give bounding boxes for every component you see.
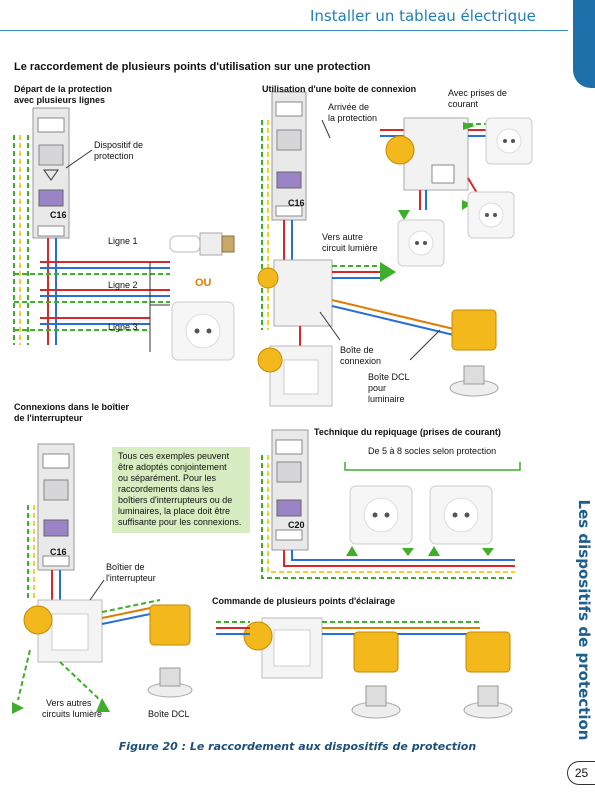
label-vers-autres-2: circuits lumière — [42, 709, 103, 719]
label-boite-connexion-2: connexion — [340, 356, 382, 366]
section-depart-title-2: avec plusieurs lignes — [14, 95, 106, 105]
label-arrivee-2: la protection — [328, 113, 378, 123]
label-socles: De 5 à 8 socles selon protection — [368, 446, 497, 456]
figure-main-title: Le raccordement de plusieurs points d'ut… — [14, 61, 371, 73]
label-prises-2: courant — [448, 99, 479, 109]
section-depart-title-1: Départ de la protection — [14, 84, 113, 94]
note-line: suffisante pour les connexions. — [118, 517, 242, 527]
section-connexions-title-1: Connexions dans le boîtier — [14, 402, 130, 412]
note-line: boîtiers d'interrupteurs ou de — [118, 495, 233, 505]
panel-repiquage — [261, 429, 521, 579]
label-dispositif-1: Dispositif de — [94, 140, 144, 150]
note-line: raccordements dans les — [118, 484, 214, 494]
page-number: 25 — [567, 761, 595, 785]
label-vers-autre-1: Vers autre — [322, 232, 364, 242]
note-line: Tous ces exemples peuvent — [118, 451, 230, 461]
label-ligne1: Ligne 1 — [108, 236, 138, 246]
panel-connexions-boitier — [12, 443, 193, 714]
label-vers-autre-2: circuit lumière — [322, 243, 378, 253]
power-socket-left — [171, 301, 235, 361]
label-c16-right: C16 — [288, 198, 305, 208]
section-boite-title: Utilisation d'une boîte de connexion — [262, 84, 417, 94]
label-vers-autres-1: Vers autres — [46, 698, 92, 708]
label-c16-top: C16 — [50, 210, 67, 220]
energy-saving-bulb — [169, 232, 235, 256]
running-header: Installer un tableau électrique — [310, 7, 536, 25]
label-boite-dcl-3: luminaire — [368, 394, 405, 404]
note-line: être adoptés conjointement — [118, 462, 227, 472]
breaker-c20 — [271, 429, 309, 551]
figure-caption: Figure 20 : Le raccordement aux disposit… — [118, 740, 477, 753]
power-socket-mid-right — [467, 191, 515, 239]
info-note: Tous ces exemples peuvent être adoptés c… — [112, 447, 250, 533]
note-line: luminaires, la place doit être — [118, 506, 231, 516]
label-boite-dcl-1: Boîte DCL — [368, 372, 410, 382]
label-ligne3: Ligne 3 — [108, 322, 138, 332]
section-commande-title: Commande de plusieurs points d'éclairage — [212, 596, 396, 606]
label-arrivee-1: Arrivée de — [328, 102, 370, 112]
label-c16-bottom: C16 — [50, 547, 67, 557]
power-socket-lower — [397, 219, 445, 267]
panel-depart-plusieurs-lignes — [13, 107, 235, 361]
label-boite-connexion-1: Boîte de — [340, 345, 374, 355]
power-socket-upper-right — [485, 117, 533, 165]
breaker-c16-top — [32, 107, 70, 239]
label-boitier-1: Boîtier de — [106, 562, 145, 572]
section-connexions-title-2: de l'interrupteur — [14, 413, 83, 423]
label-boite-dcl-2: pour — [368, 383, 387, 393]
power-socket-repiquage-1 — [349, 485, 413, 545]
label-ou: OU — [195, 277, 212, 289]
label-dispositif-2: protection — [94, 151, 134, 161]
label-prises-1: Avec prises de — [448, 88, 507, 98]
breaker-c16-right — [271, 91, 307, 221]
panel-boite-connexion — [257, 91, 533, 407]
power-socket-repiquage-2 — [429, 485, 493, 545]
header-rule — [0, 30, 568, 31]
panel-commande-eclairage — [216, 617, 513, 719]
label-boite-dcl-bottom: Boîte DCL — [148, 709, 190, 719]
note-line: ou séparément. Pour les — [118, 473, 217, 483]
label-boitier-2: l'interrupteur — [106, 573, 156, 583]
section-repiquage-title: Technique du repiquage (prises de couran… — [314, 427, 501, 437]
label-c20: C20 — [288, 520, 305, 530]
chapter-tab — [573, 0, 595, 88]
breaker-c16-bottom — [37, 443, 75, 571]
label-ligne2: Ligne 2 — [108, 280, 138, 290]
